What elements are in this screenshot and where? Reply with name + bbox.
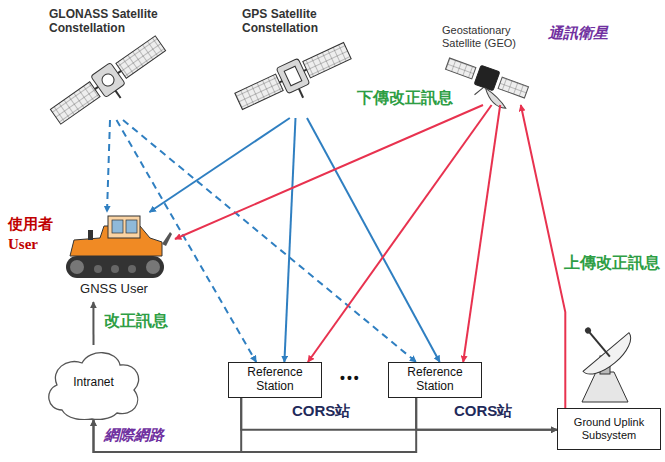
tractor-icon xyxy=(66,216,172,278)
node-text: 通訊衛星 xyxy=(548,24,608,41)
connector-arrow xyxy=(94,398,417,452)
edge-label: 上傳改正訊息 xyxy=(562,253,662,274)
gps-satellite xyxy=(233,38,358,123)
station-box: Reference Station xyxy=(388,362,482,398)
connector-arrow xyxy=(463,105,500,362)
connector-arrow xyxy=(175,105,483,239)
cloud-outline xyxy=(49,353,139,420)
station-box: Reference Station xyxy=(228,362,322,398)
edge-label: 改正訊息 xyxy=(102,311,170,332)
node-text: Intranet xyxy=(73,376,114,390)
node-text: Geostationary Satellite (GEO) xyxy=(442,24,542,49)
connector-arrow xyxy=(241,398,557,430)
node-text: Reference Station xyxy=(234,366,316,394)
satellite-node: GPS Satellite Constellation xyxy=(238,8,353,118)
edge-label: CORS站 xyxy=(290,402,352,421)
edge-label: 網際網路 xyxy=(102,426,166,445)
node-text: 使用者 User xyxy=(8,214,62,255)
node-text: GNSS User xyxy=(62,282,166,297)
connector-arrow xyxy=(284,118,295,362)
uplink-box: Ground Uplink Subsystem xyxy=(557,408,661,450)
user-node: 使用者 UserGNSS User xyxy=(5,212,175,302)
connector-arrow xyxy=(92,302,94,345)
cloud-node: Intranet xyxy=(42,345,145,420)
satellite-node: Geostationary Satellite (GEO) 通訊衛星 xyxy=(440,20,612,105)
connector-arrow xyxy=(308,105,492,362)
node-text: GPS Satellite Constellation xyxy=(242,8,350,36)
ellipsis-label: ••• xyxy=(338,370,363,386)
connector-arrow xyxy=(307,118,440,362)
satellite-node: GLONASS Satellite Constellation xyxy=(45,8,175,120)
node-text: GLONASS Satellite Constellation xyxy=(49,8,167,36)
node-text: Reference Station xyxy=(394,366,476,394)
node-text: Ground Uplink Subsystem xyxy=(563,416,655,441)
connector-arrow xyxy=(416,398,557,430)
edge-label: CORS站 xyxy=(452,402,514,421)
connector-arrow xyxy=(107,120,110,212)
glonass-satellite xyxy=(48,33,173,135)
connector-arrow xyxy=(521,105,566,408)
edge-label: 下傳改正訊息 xyxy=(355,88,455,109)
uplink-dish xyxy=(563,309,638,402)
